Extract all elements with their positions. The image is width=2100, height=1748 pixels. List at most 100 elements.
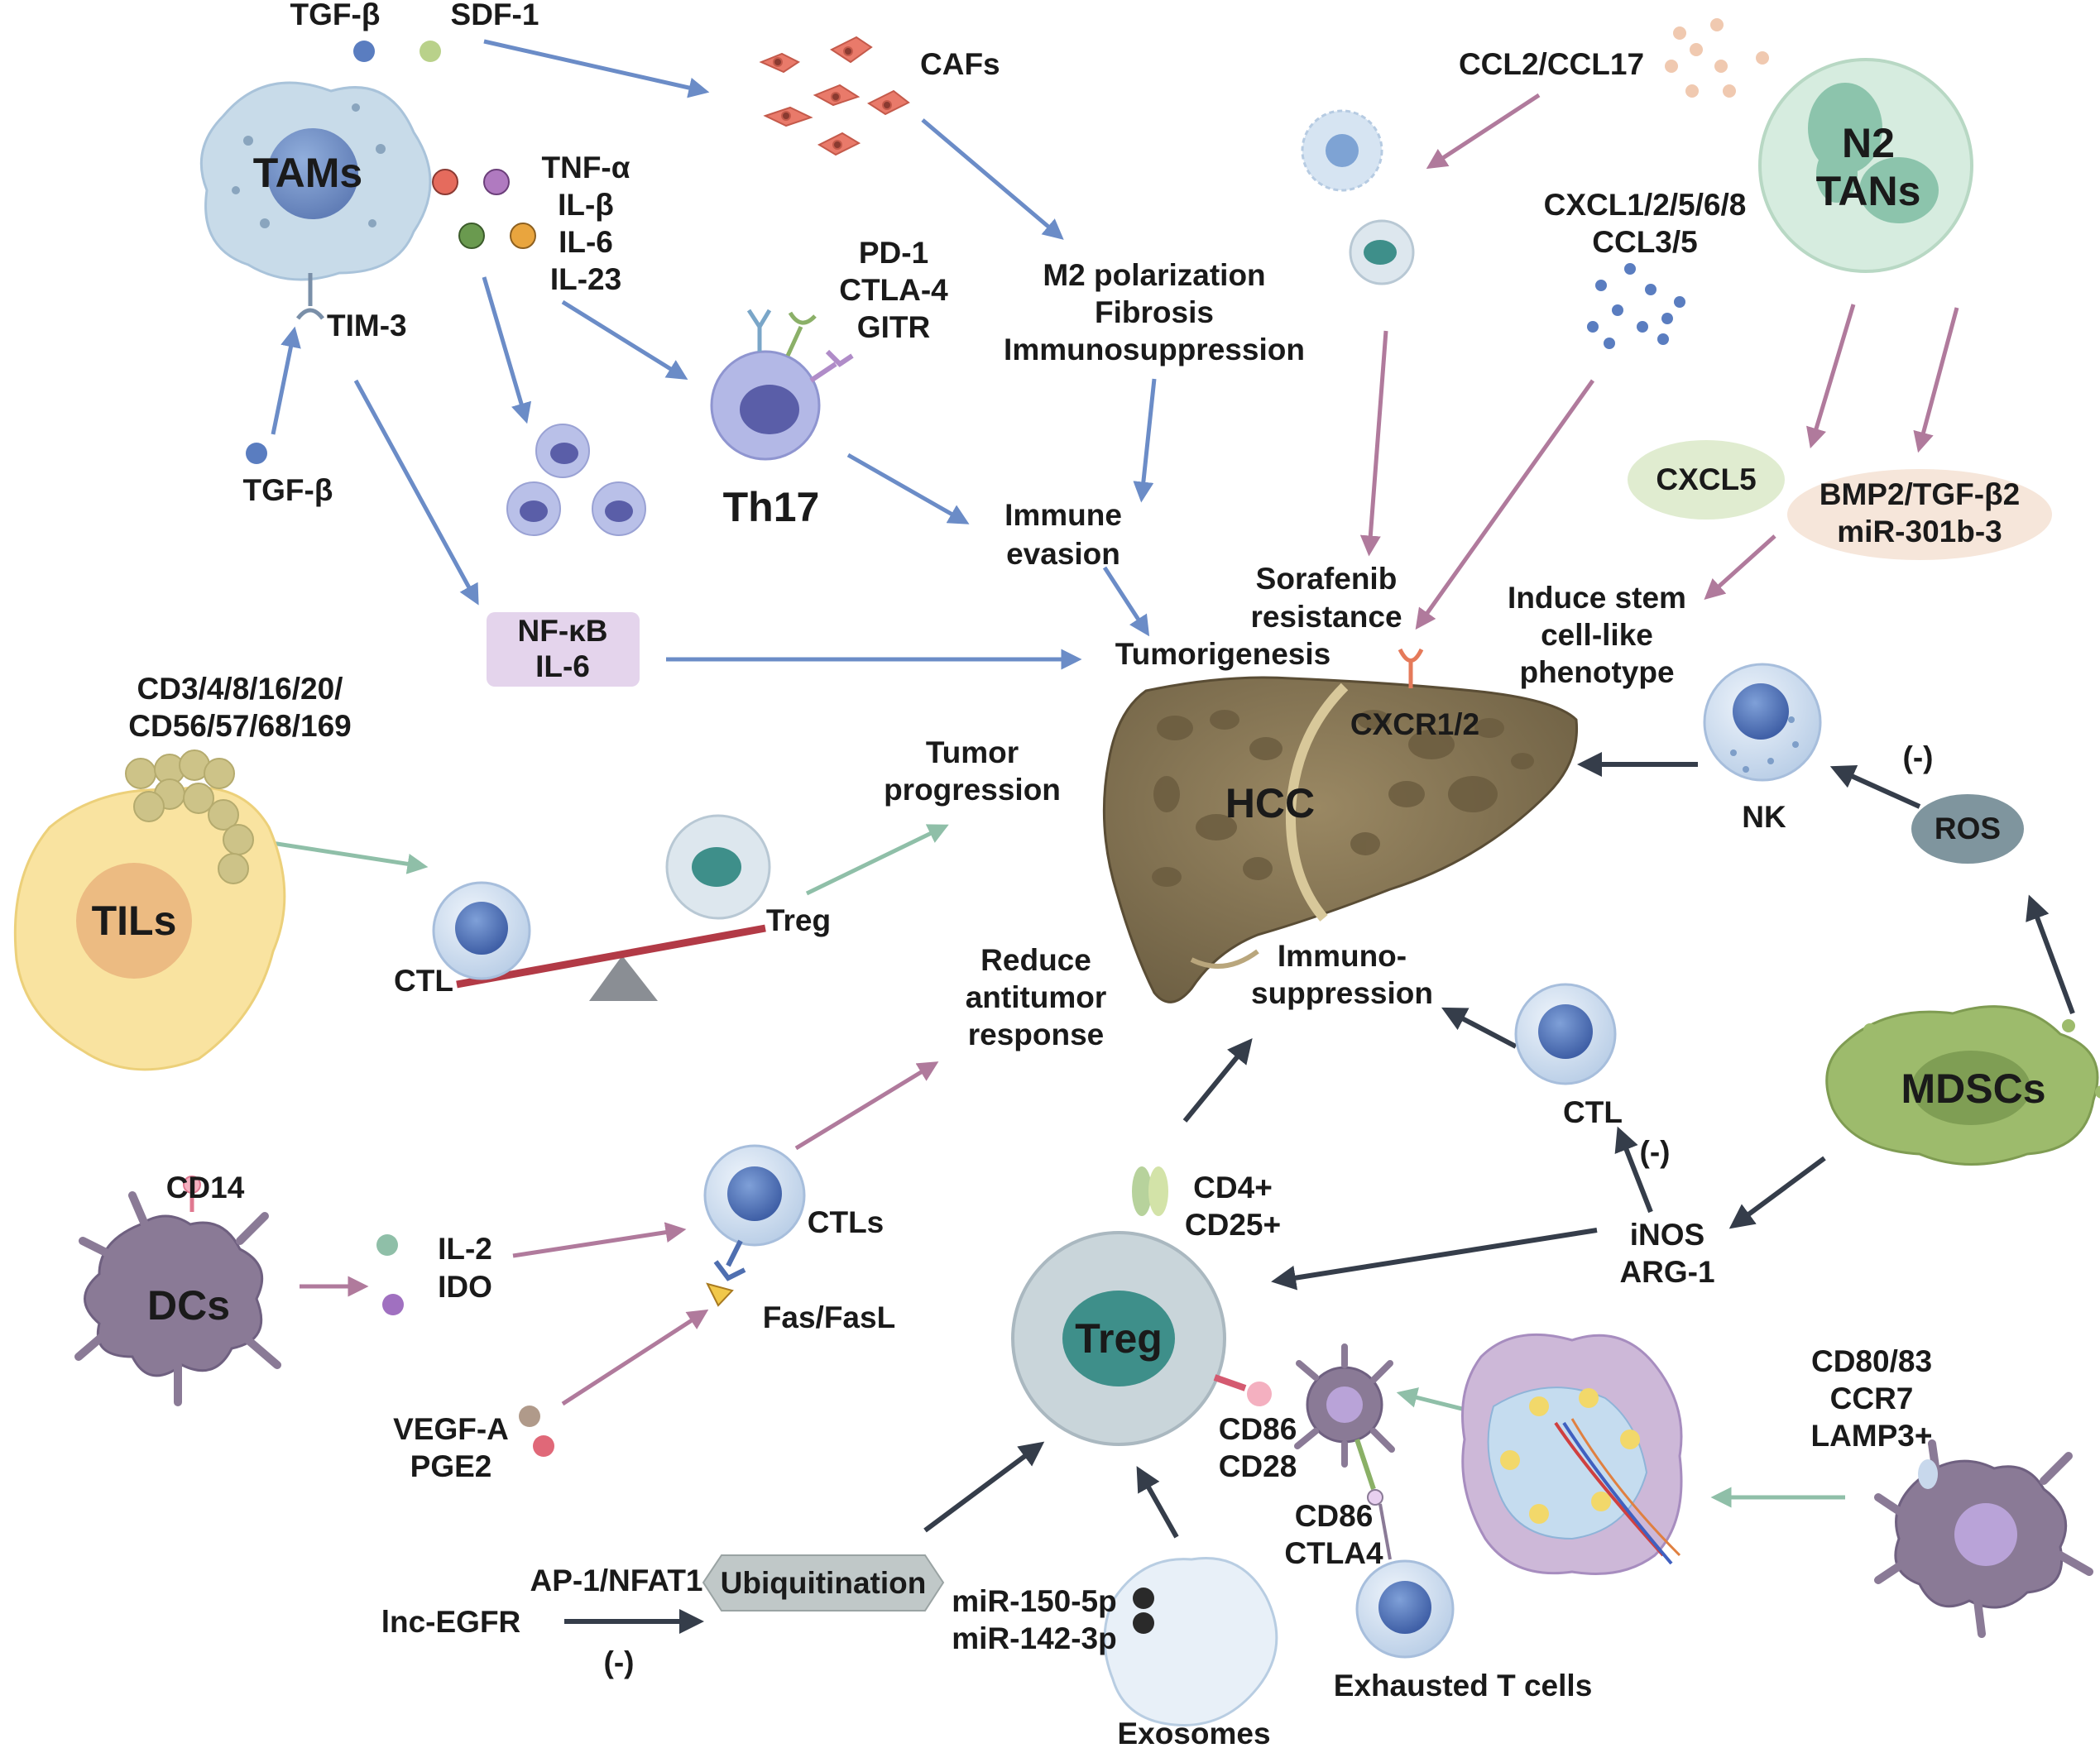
ros-bubble xyxy=(1911,794,2024,864)
arrow-il23-to-th17 xyxy=(561,299,688,380)
cxcl-dots xyxy=(1587,263,1685,349)
checkpoint-gitr: GITR xyxy=(857,310,930,344)
dc-small-cell xyxy=(1294,1343,1395,1506)
ctl-balance-label: CTL xyxy=(394,964,453,998)
arrow-evasion-to-tumorigenesis xyxy=(1102,566,1150,637)
bmp2-bubble xyxy=(1787,469,2052,560)
til-markers-line2: CD56/57/68/169 xyxy=(128,709,351,743)
ctls-label: CTLs xyxy=(808,1205,885,1239)
exhausted-t-cell xyxy=(1355,1503,1455,1659)
til-markers-line1: CD3/4/8/16/20/ xyxy=(137,672,343,706)
tim3-receptor-icon xyxy=(296,308,324,320)
stem-line3: phenotype xyxy=(1519,655,1674,689)
cytokine-tnf: TNF-α xyxy=(542,151,630,184)
tam-cell xyxy=(199,81,432,320)
mdscs-cell xyxy=(1825,1005,2100,1166)
sdf1-label: SDF-1 xyxy=(451,0,539,31)
n2-tans-cell xyxy=(1758,58,1973,273)
tgfb-top-label: TGF-β xyxy=(290,0,381,31)
arrow-m2-to-evasion xyxy=(1133,378,1157,503)
ubiquitination-box xyxy=(702,1554,945,1612)
cd80-label: CD80/83 xyxy=(1811,1344,1932,1378)
mir142-label: miR-142-3p xyxy=(952,1621,1116,1655)
pge2-dot xyxy=(533,1435,554,1457)
mir150-label: miR-150-5p xyxy=(952,1584,1116,1618)
treg-main-cell xyxy=(1011,1166,1272,1446)
arrow-il2-to-ctls xyxy=(512,1222,687,1258)
vegf-label: VEGF-A xyxy=(393,1412,509,1446)
tams-label: TAMs xyxy=(253,150,362,196)
mature-dc-cell xyxy=(1874,1439,2093,1638)
cafs-label: CAFs xyxy=(920,47,1000,81)
ubiquitination-label: Ubiquitination xyxy=(721,1566,927,1600)
arrow-vegf-to-fas xyxy=(561,1309,709,1406)
cafs-icon xyxy=(759,36,910,156)
exosome-vesicle xyxy=(1103,1557,1278,1726)
nfkb-label: NF-κB xyxy=(518,614,608,648)
il2-label: IL-2 xyxy=(438,1232,492,1266)
cytokine-dots xyxy=(432,169,536,249)
cytokine-il23: IL-23 xyxy=(550,262,621,296)
arrow-bmp2-to-stem xyxy=(1704,534,1776,601)
il6-box-label: IL-6 xyxy=(535,649,590,683)
m2-polarization-label: M2 polarization xyxy=(1043,258,1265,292)
tils-cell xyxy=(13,749,286,1071)
arrow-tans-to-bmp2 xyxy=(1913,307,1959,453)
arrow-tans-to-cxcl5 xyxy=(1806,304,1856,449)
treg-label: Treg xyxy=(1075,1315,1163,1362)
vegf-dot xyxy=(519,1406,540,1427)
arrows xyxy=(266,39,2075,1634)
tgfb-bottom-label: TGF-β xyxy=(243,473,333,507)
inos-label: iNOS xyxy=(1630,1218,1704,1252)
cd86-cd28-icon xyxy=(1247,1382,1272,1406)
ido-dot xyxy=(382,1294,404,1315)
ido-label: IDO xyxy=(438,1270,492,1304)
cd86-lower-label: CD86 xyxy=(1295,1499,1374,1533)
checkpoint-pd1: PD-1 xyxy=(859,236,928,270)
monocyte-icon xyxy=(1349,219,1415,285)
nk-cell xyxy=(1703,663,1822,782)
treg-balance-label: Treg xyxy=(766,903,831,937)
arrow-ubiquitination-to-treg xyxy=(923,1441,1045,1533)
monocyte-spiky-icon xyxy=(1301,109,1383,192)
ros-label: ROS xyxy=(1935,812,2001,845)
fibrosis-label: Fibrosis xyxy=(1095,295,1214,329)
arrow-inos-to-ctl xyxy=(1614,1126,1653,1214)
arrow-th17-to-evasion xyxy=(846,453,970,524)
nk-label: NK xyxy=(1742,800,1786,834)
fas-fasl-icon xyxy=(706,1282,734,1307)
arrow-sdf1-to-cafs xyxy=(483,39,710,98)
ccr7-label: CCR7 xyxy=(1830,1382,1914,1415)
arrow-tgfb-to-tim3 xyxy=(271,326,301,435)
arrow-treg-to-progression xyxy=(805,824,949,896)
tils-label: TILs xyxy=(92,898,177,944)
ctl-right-cell xyxy=(1514,983,1617,1085)
tumor-progression-line2: progression xyxy=(884,773,1061,807)
reduce-line1: Reduce xyxy=(980,943,1091,977)
bmp2-label: BMP2/TGF-β2 xyxy=(1820,477,2021,511)
arrow-tim3-to-nfkb xyxy=(353,379,479,606)
cd25-label: CD25+ xyxy=(1185,1208,1281,1242)
sorafenib-line1: Sorafenib xyxy=(1256,562,1398,596)
immunosuppression-line2: suppression xyxy=(1251,976,1433,1010)
cd14-receptor-icon xyxy=(183,1176,201,1194)
reduce-line3: response xyxy=(968,1018,1105,1051)
dcs-cell xyxy=(74,1176,281,1406)
tim3-label: TIM-3 xyxy=(327,309,407,342)
mir301b-label: miR-301b-3 xyxy=(1837,515,2002,548)
lymphocyte-cluster xyxy=(506,424,646,536)
exosomes-label: Exosomes xyxy=(1117,1717,1270,1748)
arrow-cytokines-to-bcells xyxy=(482,276,532,424)
ccl-dots xyxy=(1665,18,1769,98)
stem-line2: cell-like xyxy=(1541,618,1653,652)
sdf1-dot xyxy=(420,41,441,62)
immunosuppression-top-label: Immunosuppression xyxy=(1004,333,1305,366)
arrow-monocyte-to-sorafenib xyxy=(1359,330,1388,557)
balance-scale xyxy=(432,814,771,1001)
cd14-label: CD14 xyxy=(166,1171,245,1204)
pge2-label: PGE2 xyxy=(410,1449,492,1483)
exhausted-t-label: Exhausted T cells xyxy=(1334,1669,1593,1703)
arrow-cafs-to-m2 xyxy=(921,118,1064,240)
arrow-ros-to-nk xyxy=(1829,764,1921,809)
n2-label: N2 xyxy=(1842,120,1895,166)
